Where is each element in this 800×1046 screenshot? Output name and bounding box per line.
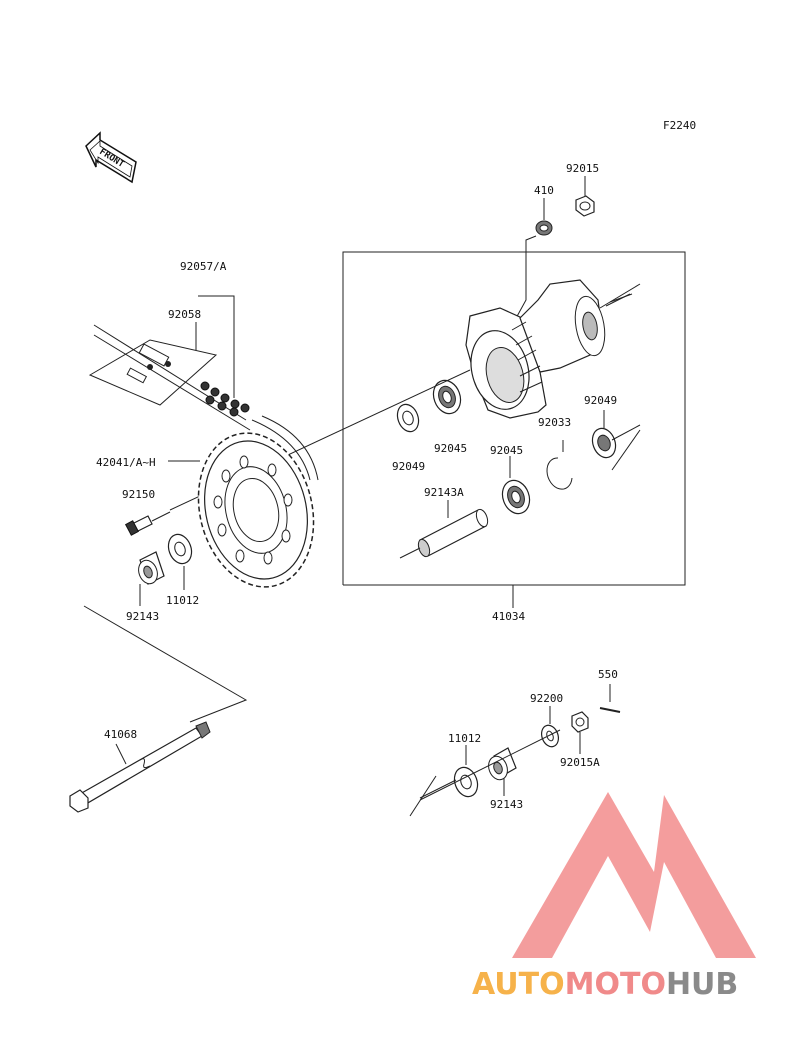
collar-92143-left bbox=[138, 551, 165, 606]
bearing-92045-right bbox=[501, 456, 531, 515]
bolt-92150 bbox=[124, 511, 171, 536]
rear-hub bbox=[465, 279, 606, 419]
logo-triangle-outer bbox=[512, 792, 756, 958]
label-41068: 41068 bbox=[104, 728, 137, 741]
watermark-text: AUTOMOTOHUB bbox=[472, 967, 738, 1002]
nut-92015A bbox=[571, 711, 589, 754]
spacer-92143A bbox=[399, 500, 489, 559]
label-92200: 92200 bbox=[530, 692, 563, 705]
watermark-moto: MOTO bbox=[565, 967, 666, 1002]
rear-sprocket-42041 bbox=[168, 432, 315, 588]
label-11012-left: 11012 bbox=[166, 594, 199, 607]
label-550: 550 bbox=[598, 668, 618, 681]
front-arrow-icon: FRONT bbox=[85, 131, 137, 184]
chain-joint-92058 bbox=[88, 295, 319, 481]
washer-11012-right bbox=[419, 745, 479, 799]
label-92058: 92058 bbox=[168, 308, 201, 321]
hub-group-bracket bbox=[342, 251, 686, 608]
label-92150: 92150 bbox=[122, 488, 155, 501]
nut-92015-top bbox=[575, 176, 595, 217]
label-92033: 92033 bbox=[538, 416, 571, 429]
label-92045-left: 92045 bbox=[434, 442, 467, 455]
label-92015A: 92015A bbox=[560, 756, 600, 769]
logo-triangle-inner bbox=[572, 896, 640, 958]
chain-links bbox=[200, 381, 250, 417]
cotter-pin-550 bbox=[599, 684, 621, 713]
watermark-auto: AUTO bbox=[472, 967, 565, 1002]
collar-410 bbox=[514, 198, 553, 321]
label-92143A: 92143A bbox=[424, 486, 464, 499]
label-42041: 42041/A~H bbox=[96, 456, 156, 469]
label-92045-right: 92045 bbox=[490, 444, 523, 457]
figure-code: F2240 bbox=[663, 119, 696, 132]
label-11012-right: 11012 bbox=[448, 732, 481, 745]
axle-41068 bbox=[69, 605, 248, 813]
watermark-hub: HUB bbox=[666, 967, 738, 1002]
seal-92049-left bbox=[396, 403, 420, 433]
label-92143-right: 92143 bbox=[490, 798, 523, 811]
washer-92200 bbox=[540, 706, 560, 748]
label-92049-left: 92049 bbox=[392, 460, 425, 473]
circlip-92033 bbox=[546, 440, 573, 490]
collar-92143-right bbox=[488, 747, 517, 796]
label-92057A: 92057/A bbox=[180, 260, 227, 273]
seal-92049-right bbox=[591, 410, 641, 471]
automotohub-logo bbox=[512, 792, 756, 958]
label-410: 410 bbox=[534, 184, 554, 197]
bearing-92045-left bbox=[432, 379, 462, 415]
label-41034: 41034 bbox=[492, 610, 525, 623]
label-92049-right: 92049 bbox=[584, 394, 617, 407]
washer-11012-left bbox=[167, 533, 193, 590]
label-92015: 92015 bbox=[566, 162, 599, 175]
label-92143-left: 92143 bbox=[126, 610, 159, 623]
